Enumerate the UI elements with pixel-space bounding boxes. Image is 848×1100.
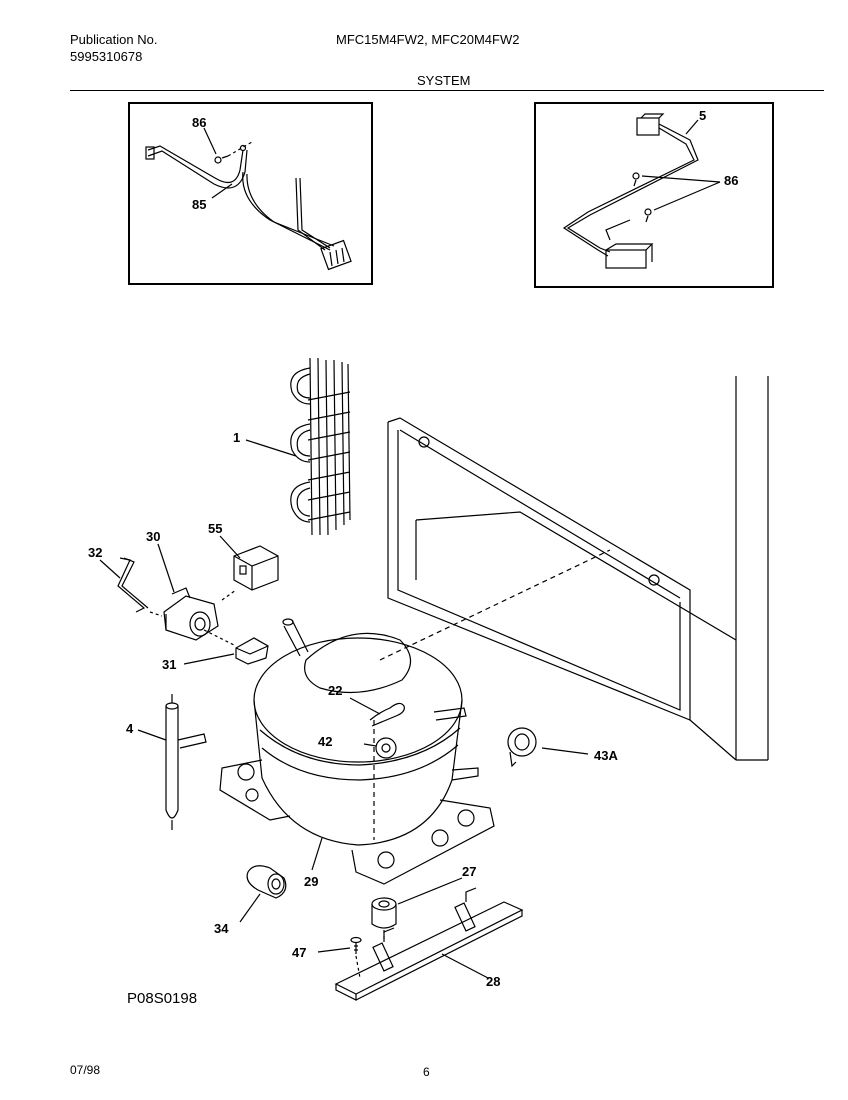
callout-22: 22 [328,683,342,698]
dash-32 [149,611,163,617]
terminal-cover-31 [235,637,269,665]
callout-4: 4 [126,721,134,736]
callout-28: 28 [486,974,500,989]
leader-30 [157,543,175,593]
callout-42: 42 [318,734,332,749]
leader-32 [99,559,121,579]
condenser-coil-1 [290,357,351,536]
header-rule [70,90,824,91]
drier-4 [165,694,207,830]
publication-number: 5995310678 [70,49,143,64]
callout-55: 55 [208,521,222,536]
leader-31 [183,653,235,665]
leader-55 [219,535,241,559]
inset-box-left [128,102,373,285]
callout-31: 31 [162,657,176,672]
leader-86-left [203,127,217,155]
callout-86-right: 86 [724,173,738,188]
leader-42 [363,743,377,747]
wire-22 [369,702,405,727]
screw-86-left [214,141,253,164]
callout-30: 30 [146,529,160,544]
leader-85 [211,183,233,199]
model-numbers: MFC15M4FW2, MFC20M4FW2 [336,32,520,47]
leader-28 [441,953,489,979]
callout-27: 27 [462,864,476,879]
inset-box-right [534,102,774,288]
grommet-34 [246,865,287,899]
wire-harness-5 [562,113,699,269]
figure-code: P08S0198 [127,990,198,1007]
leader-34 [239,893,261,923]
callout-86-left: 86 [192,115,206,130]
leader-1 [245,439,297,457]
compressor-29 [219,618,495,885]
leader-47 [317,947,351,953]
leader-86-right-b [653,181,721,211]
overload-55 [233,545,279,591]
dash-relay-overload [221,589,237,601]
leader-5 [685,119,699,135]
footer-date: 07/98 [70,1063,101,1077]
leader-27 [397,877,463,905]
clamp-43a [507,727,537,768]
cabinet-outline [373,376,769,840]
leader-29 [311,837,323,871]
page-number: 6 [423,1065,430,1079]
callout-43a: 43A [594,748,618,763]
leader-43a [541,747,589,755]
screw-47 [350,936,362,979]
grommet-27 [371,897,397,929]
callout-29: 29 [304,874,318,889]
callout-32: 32 [88,545,102,560]
relay-30 [163,587,219,641]
callout-5: 5 [699,108,706,123]
clip-32 [117,557,149,613]
wire-harness-85 [145,145,352,271]
leader-22 [349,697,381,715]
base-rail-28 [334,887,524,1001]
section-title: SYSTEM [417,73,471,88]
leader-4 [137,729,167,741]
screws-86-right [632,172,652,223]
callout-47: 47 [292,945,306,960]
callout-34: 34 [214,921,229,936]
callout-85: 85 [192,197,206,212]
leader-86-right-a [641,175,721,183]
callout-1: 1 [233,430,240,445]
publication-label: Publication No. [70,32,158,47]
